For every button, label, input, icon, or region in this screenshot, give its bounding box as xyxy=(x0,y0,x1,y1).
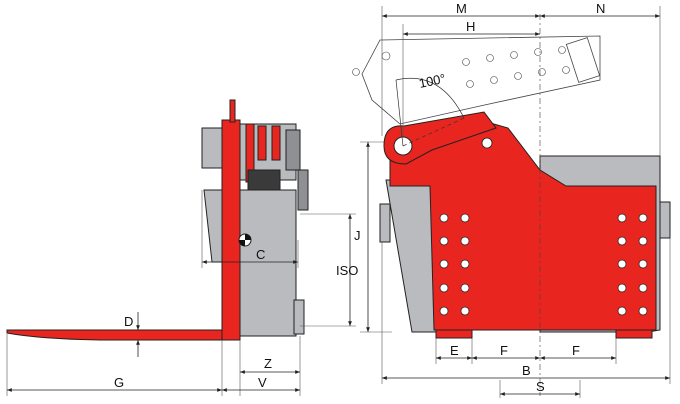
label-G: G xyxy=(114,375,124,390)
label-B: B xyxy=(522,363,531,378)
label-H: H xyxy=(466,19,475,34)
mechanism-bar-right xyxy=(271,125,281,161)
carriage-body xyxy=(239,189,297,337)
angle-arc xyxy=(395,77,465,119)
main-red-body xyxy=(389,119,657,331)
label-Z: Z xyxy=(264,356,272,371)
side-cylinder-1 xyxy=(285,129,301,171)
fork-top xyxy=(229,99,236,123)
fork-tine xyxy=(6,329,233,341)
bottom-hook xyxy=(293,299,305,335)
label-F1: F xyxy=(500,343,508,358)
label-M: M xyxy=(456,1,467,16)
side-stub xyxy=(659,201,671,239)
front-view: 100° M N H E F F B S xyxy=(352,1,671,398)
mechanism-bar-mid xyxy=(257,125,267,161)
side-cylinder-2 xyxy=(297,169,309,211)
label-S: S xyxy=(536,379,545,394)
fork-foot-right xyxy=(615,329,653,339)
fork-foot-left xyxy=(435,329,473,339)
center-of-gravity-icon xyxy=(238,233,252,247)
ghost-holes xyxy=(352,46,570,88)
fork-shank xyxy=(221,119,241,341)
mechanism-block xyxy=(247,169,281,191)
bolt-holes-right xyxy=(617,213,648,316)
label-angle: 100° xyxy=(418,71,447,91)
label-J: J xyxy=(354,228,361,243)
left-stub xyxy=(379,203,391,243)
label-D: D xyxy=(124,314,133,329)
side-view: C D Z G V J ISO xyxy=(6,99,392,396)
label-E: E xyxy=(450,343,459,358)
label-C: C xyxy=(256,247,265,262)
label-N: N xyxy=(596,1,605,16)
slanted-frame xyxy=(203,189,223,263)
top-arm xyxy=(383,111,497,165)
label-V: V xyxy=(258,375,267,390)
label-ISO: ISO xyxy=(336,263,358,278)
ghost-cylinder xyxy=(565,37,601,83)
left-frame xyxy=(385,179,437,333)
small-bolt xyxy=(481,137,493,149)
upper-hook-block xyxy=(201,127,223,169)
label-F2: F xyxy=(572,343,580,358)
bolt-holes-left xyxy=(439,213,470,316)
